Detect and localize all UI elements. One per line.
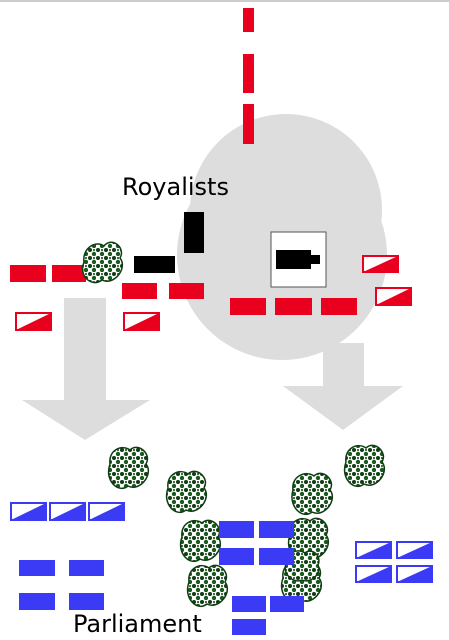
woods-icon xyxy=(179,519,221,562)
parliament-label: Parliament xyxy=(73,610,202,638)
parliament-cavalry-block xyxy=(88,502,125,521)
woods-icon xyxy=(343,444,385,487)
parliament-cavalry-block xyxy=(355,541,392,559)
royalist-infantry-block xyxy=(169,283,204,299)
royalist-infantry-block xyxy=(230,298,266,315)
parliament-infantry xyxy=(19,521,304,635)
woods-icon xyxy=(165,470,207,513)
artillery-gun-horizontal xyxy=(134,256,175,273)
parliament-infantry-block xyxy=(270,596,304,612)
parliament-infantry-block xyxy=(69,593,104,610)
parliament-cavalry xyxy=(10,502,433,583)
artillery-cannon-body xyxy=(276,250,311,269)
parliament-infantry-block xyxy=(259,548,294,565)
royalist-infantry-block xyxy=(52,265,86,282)
parliament-infantry-block xyxy=(219,548,254,565)
parliament-cavalry-block xyxy=(49,502,86,521)
woods-icon xyxy=(107,446,149,489)
royalist-column-block xyxy=(243,54,254,93)
royalist-infantry-block xyxy=(275,298,312,315)
royalist-cavalry xyxy=(15,255,412,331)
parliament-cavalry-block xyxy=(396,565,433,583)
artillery-gun-vertical xyxy=(184,212,204,253)
royalist-infantry-block xyxy=(10,265,46,282)
woods-icon xyxy=(291,472,333,515)
parliament-infantry-block xyxy=(19,593,55,610)
royalist-cavalry-block xyxy=(375,287,412,306)
royalist-infantry xyxy=(10,265,357,315)
top-border xyxy=(0,0,449,2)
artillery-cannon-muzzle xyxy=(311,255,320,264)
parliament-infantry-block xyxy=(232,596,266,612)
royalist-artillery xyxy=(134,212,327,288)
royalist-infantry-block xyxy=(122,283,157,299)
royalist-cavalry-block xyxy=(15,312,52,331)
parliament-infantry-block xyxy=(219,521,254,538)
royalists-label: Royalists xyxy=(122,173,229,201)
parliament-infantry-block xyxy=(232,619,266,635)
advance-arrows xyxy=(22,298,403,440)
royalist-cavalry-block xyxy=(362,255,399,273)
royalist-column xyxy=(243,8,254,144)
parliament-cavalry-block xyxy=(355,565,392,583)
royalist-cavalry-block xyxy=(123,312,160,331)
advance-arrow-west xyxy=(22,298,150,440)
parliament-cavalry-block xyxy=(396,541,433,559)
royalist-column-block xyxy=(243,104,254,144)
royalist-infantry-block xyxy=(321,298,357,315)
parliament-infantry-block xyxy=(69,560,104,576)
parliament-infantry-block xyxy=(259,521,294,538)
woods-icon xyxy=(186,564,228,607)
woods-icon xyxy=(81,241,123,284)
parliament-infantry-block xyxy=(19,560,55,576)
parliament-cavalry-block xyxy=(10,502,47,521)
royalist-column-block xyxy=(243,8,254,32)
advance-arrow-east xyxy=(283,343,403,430)
